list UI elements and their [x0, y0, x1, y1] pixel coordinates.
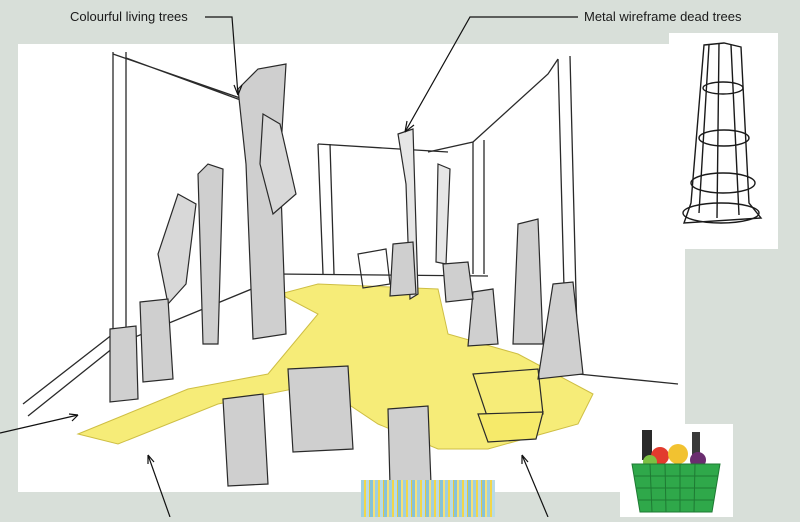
- shopping-basket-drawing: [620, 424, 733, 517]
- sketch-illustration: [18, 44, 685, 492]
- colour-strip-image: [361, 480, 495, 517]
- wireframe-tree-image: [669, 33, 778, 249]
- sketch-drawing: [18, 44, 685, 492]
- label-metal-wireframe-dead-trees: Metal wireframe dead trees: [584, 9, 742, 25]
- label-colourful-living-trees: Colourful living trees: [70, 9, 188, 25]
- wireframe-tree-drawing: [669, 33, 778, 249]
- shopping-basket-image: [620, 424, 733, 517]
